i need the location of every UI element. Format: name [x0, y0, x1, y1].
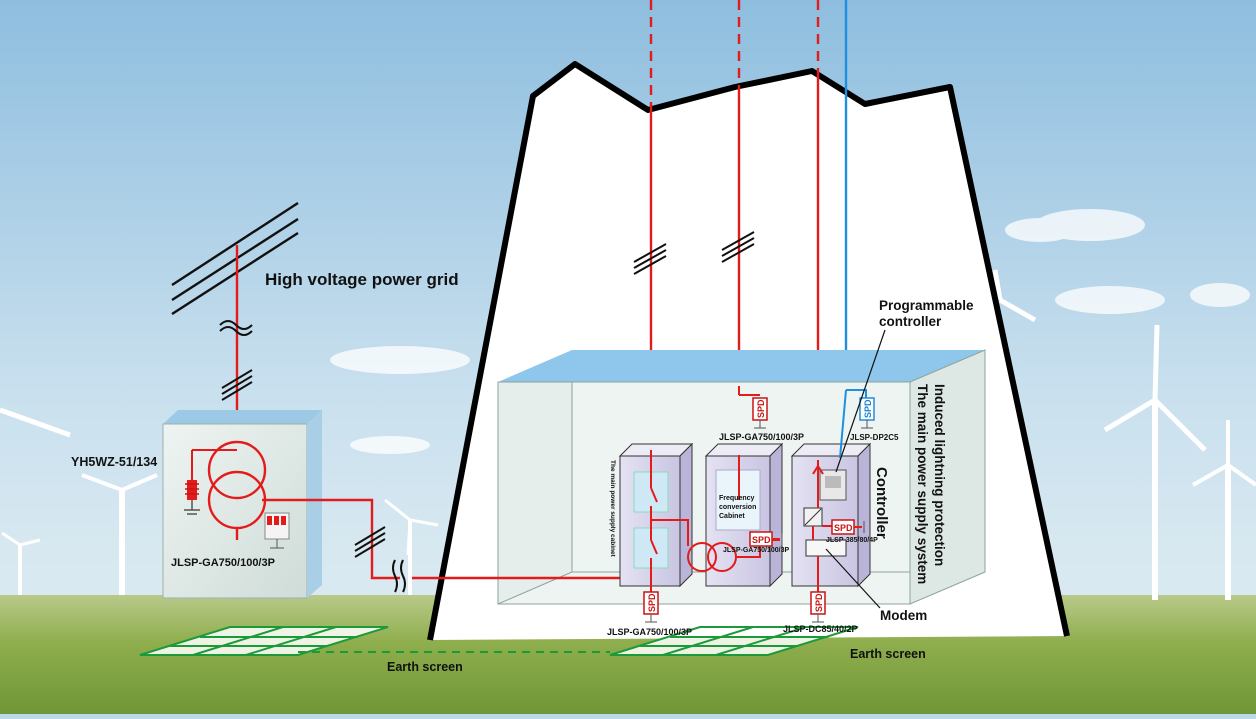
label-cab2-line2: conversion: [719, 504, 756, 511]
label-spd-signal: JLSP-DP2C5: [850, 433, 899, 442]
label-controller: controller: [879, 314, 942, 329]
label-spd-top-mid: JLSP-GA750/100/3P: [719, 432, 804, 442]
label-earth-screen-right: Earth screen: [850, 647, 926, 661]
label-earth-screen-left: Earth screen: [387, 660, 463, 674]
clouds: [330, 209, 1250, 454]
internal-wiring: [650, 386, 835, 592]
wind-turbine-icons: [0, 269, 1256, 600]
label-programmable: Programmable: [879, 298, 974, 313]
power-grid-lines: [171, 201, 299, 316]
label-main-power-cabinet: The main power supply cabinet: [609, 460, 616, 558]
controller-cabinet: [790, 442, 872, 588]
svg-text:SPD: SPD: [752, 535, 771, 545]
earth-screen-left: [139, 626, 389, 656]
label-controller-vertical: Controller: [873, 467, 890, 539]
label-induced-lightning-protection: Induced lightning protection: [932, 384, 947, 566]
spd-tag-top-mid: SPD: [752, 397, 768, 429]
label-spd-controller: JLSP-385/80/4P: [826, 537, 878, 544]
earth-screen-right: [609, 626, 859, 656]
label-spd-bottom-left: JLSP-GA750/100/3P: [607, 627, 692, 637]
signal-wiring: [839, 389, 867, 459]
main-power-cabinet: [618, 442, 694, 588]
spd-tag-controller: SPD: [831, 519, 865, 535]
callout-leaders: [825, 329, 886, 609]
arrester-icon: [184, 449, 237, 515]
svg-text:SPD: SPD: [756, 399, 766, 418]
label-cab2-line1: Frequency: [719, 495, 755, 502]
spd-tag-bottom-right: SPD: [810, 591, 826, 623]
label-spd-bottom-right: JLSP-DC85/40/2P: [783, 624, 858, 634]
frequency-conversion-cabinet: [704, 442, 784, 588]
feed-to-tower: [262, 498, 651, 580]
modem-icon: [805, 539, 847, 557]
label-high-voltage-grid: High voltage power grid: [265, 270, 459, 289]
spd-tag-bottom-left: SPD: [643, 591, 659, 623]
label-spd-inner: JLSP-GA750/100/3P: [723, 547, 789, 554]
substation-box: [162, 410, 322, 599]
svg-text:SPD: SPD: [834, 523, 853, 533]
substation-spd-icon: [264, 512, 290, 549]
label-arrester: YH5WZ-51/134: [71, 455, 157, 469]
label-modem: Modem: [880, 608, 927, 623]
svg-text:SPD: SPD: [647, 593, 657, 612]
svg-text:SPD: SPD: [863, 399, 873, 418]
svg-text:SPD: SPD: [814, 593, 824, 612]
spd-tag-signal: SPD: [859, 397, 875, 429]
label-cab2-line3: Cabinet: [719, 513, 745, 520]
spd-tag-inner: SPD: [749, 531, 783, 547]
label-substation-spd: JLSP-GA750/100/3P: [171, 557, 275, 569]
label-main-power-supply-system: The main power supply system: [915, 384, 930, 584]
